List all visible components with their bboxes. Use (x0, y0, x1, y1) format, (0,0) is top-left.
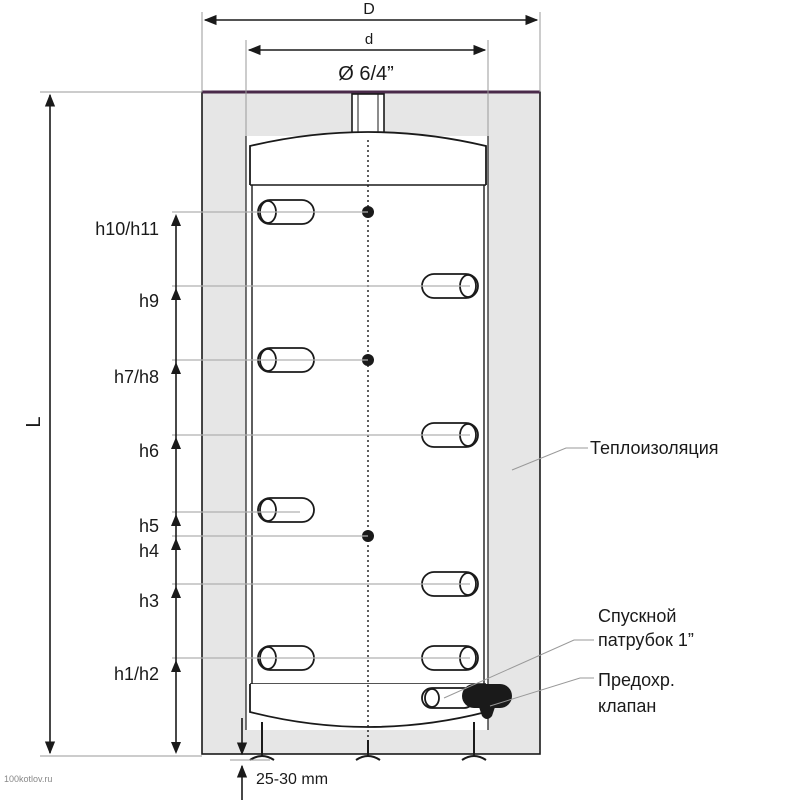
dimension-floor-gap (230, 718, 270, 800)
valve-label-line2: клапан (598, 696, 656, 716)
tank-body (249, 131, 487, 728)
safety-valve (462, 684, 512, 719)
floor-gap-label: 25-30 mm (256, 771, 328, 788)
dimension-outer-diameter (201, 12, 541, 92)
inner-diameter-label: d (365, 31, 373, 48)
height-label: L (23, 416, 45, 427)
sensor-tube (362, 140, 374, 758)
callout-leaders (443, 447, 594, 707)
height-mark-h3: h3 (139, 591, 159, 611)
height-mark-h4: h4 (139, 541, 159, 561)
valve-label-line1: Предохр. (598, 670, 675, 690)
top-connection-label: Ø 6/4” (338, 63, 394, 85)
top-connection-pipe (351, 93, 385, 137)
height-mark-h9: h9 (139, 291, 159, 311)
watermark: 100kotlov.ru (4, 774, 52, 784)
outer-diameter-label: D (363, 1, 375, 18)
height-mark-h7-h8: h7/h8 (114, 367, 159, 387)
drain-label-line2: патрубок 1” (598, 630, 694, 650)
insulation-label: Теплоизоляция (590, 438, 719, 458)
height-mark-h1-h2: h1/h2 (114, 664, 159, 684)
height-mark-h6: h6 (139, 441, 159, 461)
height-mark-h5: h5 (139, 516, 159, 536)
drain-label-line1: Спускной (598, 606, 676, 626)
dimension-height (40, 91, 202, 757)
height-mark-h10-h11: h10/h11 (95, 219, 159, 239)
nozzle-h5 (257, 497, 315, 523)
height-marks-chain (171, 211, 470, 754)
tank-feet (249, 722, 487, 761)
dimension-inner-diameter (245, 40, 489, 136)
